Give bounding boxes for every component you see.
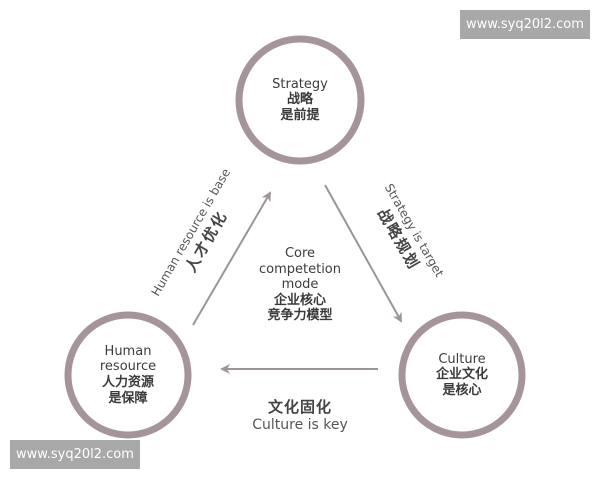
strategy-node-en: Strategy	[272, 76, 328, 92]
human-resource-node-ring	[64, 311, 192, 439]
center-en-3: mode	[281, 277, 319, 293]
culture-node-zh-2: 是核心	[442, 382, 482, 398]
watermark-bottom-left: www.syq20l2.com	[10, 440, 140, 469]
culture-node: Culture 企业文化 是核心	[402, 315, 522, 435]
arrow-strategy-to-culture	[324, 184, 402, 323]
edge-culture-to-human-en: Culture is key	[252, 416, 348, 433]
center-zh-2: 竞争力模型	[267, 308, 333, 324]
strategy-node-ring	[235, 35, 365, 165]
culture-node-zh-1: 企业文化	[435, 367, 488, 383]
center-en-2: competetion	[258, 261, 341, 277]
culture-node-ring	[398, 311, 526, 439]
watermark-top-right: www.syq20l2.com	[460, 10, 590, 39]
center-en-1: Core	[284, 246, 316, 261]
center-zh-1: 企业核心	[273, 292, 326, 308]
edge-culture-to-human-zh: 文化固化	[267, 398, 332, 416]
strategy-node-zh-2: 是前提	[280, 107, 320, 123]
human-resource-node-zh-1: 人力资源	[101, 375, 154, 390]
human-resource-node-en-1: Human	[104, 343, 152, 359]
culture-node-en: Culture	[438, 351, 486, 367]
core-competition-model-label: Core competetion mode 企业核心 竞争力模型	[240, 246, 360, 324]
human-resource-node-zh-2: 是保障	[108, 390, 148, 406]
strategy-node-zh-1: 战略	[286, 92, 313, 108]
edge-label-culture-to-human: 文化固化 Culture is key	[230, 398, 370, 434]
human-resource-node: Human resource 人力资源 是保障	[68, 315, 188, 435]
arrow-human-to-strategy	[192, 191, 272, 326]
human-resource-node-en-2: resource	[99, 359, 157, 375]
strategy-node: Strategy 战略 是前提	[240, 40, 360, 160]
